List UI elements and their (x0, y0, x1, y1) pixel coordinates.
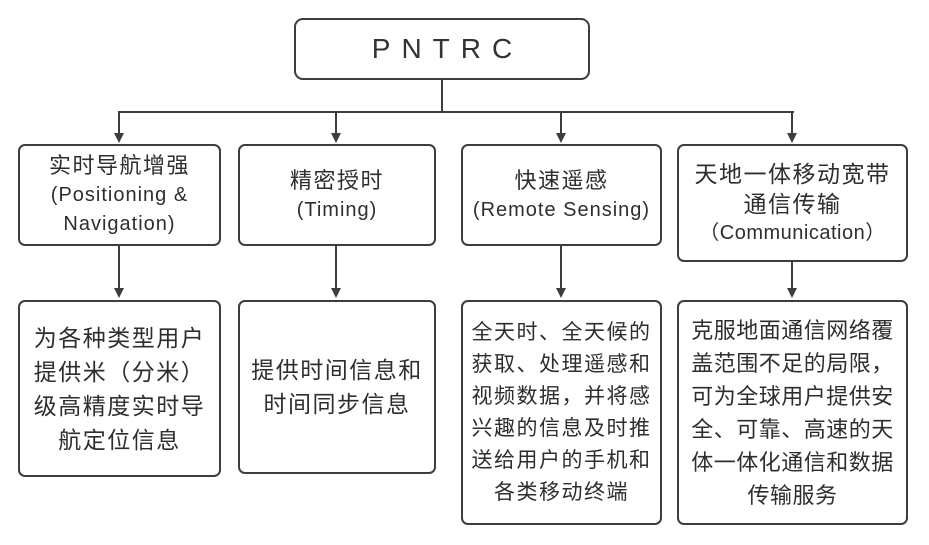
arrow-down-icon (556, 288, 566, 298)
branch-node-timing: 精密授时 (Timing) (238, 144, 436, 246)
root-node-pntrc: PNTRC (294, 18, 590, 80)
branch-title-cn: 快速遥感 (514, 167, 609, 193)
root-label: PNTRC (371, 33, 524, 64)
arrow-down-icon (114, 288, 124, 298)
connector-branch-desc-3 (560, 245, 562, 289)
branch-title-en: (Remote Sensing) (472, 198, 651, 221)
branch-description: 全天时、全天候的获取、处理遥感和视频数据，并将感兴趣的信息及时推送给用户的手机和… (471, 320, 652, 504)
connector-drop-branch-3 (560, 111, 562, 134)
branch-title-en: (Timing) (296, 198, 378, 221)
connector-drop-branch-1 (118, 111, 120, 134)
connector-branch-desc-4 (791, 261, 793, 289)
arrow-down-icon (556, 133, 566, 143)
branch-title-en: （Communication） (699, 221, 886, 244)
desc-node-communication: 克服地面通信网络覆盖范围不足的局限，可为全球用户提供安全、可靠、高速的天体一体化… (677, 300, 908, 525)
branch-description: 为各种类型用户提供米（分米）级高精度实时导航定位信息 (33, 324, 206, 453)
desc-node-remote-sensing: 全天时、全天候的获取、处理遥感和视频数据，并将感兴趣的信息及时推送给用户的手机和… (461, 300, 662, 525)
connector-branch-desc-2 (335, 245, 337, 289)
branch-node-communication: 天地一体移动宽带通信传输 （Communication） (677, 144, 908, 262)
desc-node-timing: 提供时间信息和时间同步信息 (238, 300, 436, 474)
arrow-down-icon (331, 288, 341, 298)
arrow-down-icon (114, 133, 124, 143)
branch-title-cn: 实时导航增强 (48, 153, 190, 178)
connector-branch-desc-1 (118, 245, 120, 289)
branch-description: 提供时间信息和时间同步信息 (251, 357, 423, 417)
branch-node-positioning-navigation: 实时导航增强 (Positioning & Navigation) (18, 144, 221, 246)
branch-title-en: (Positioning & Navigation) (50, 184, 189, 235)
connector-drop-branch-2 (335, 111, 337, 134)
branch-title-cn: 精密授时 (289, 167, 384, 193)
branch-node-remote-sensing: 快速遥感 (Remote Sensing) (461, 144, 662, 246)
arrow-down-icon (787, 288, 797, 298)
connector-horizontal-bar (118, 111, 794, 113)
connector-root-stem (441, 79, 443, 112)
desc-node-positioning-navigation: 为各种类型用户提供米（分米）级高精度实时导航定位信息 (18, 300, 221, 477)
connector-drop-branch-4 (791, 111, 793, 134)
arrow-down-icon (787, 133, 797, 143)
branch-title-cn: 天地一体移动宽带通信传输 (694, 160, 891, 217)
branch-description: 克服地面通信网络覆盖范围不足的局限，可为全球用户提供安全、可靠、高速的天体一体化… (691, 317, 894, 508)
arrow-down-icon (331, 133, 341, 143)
